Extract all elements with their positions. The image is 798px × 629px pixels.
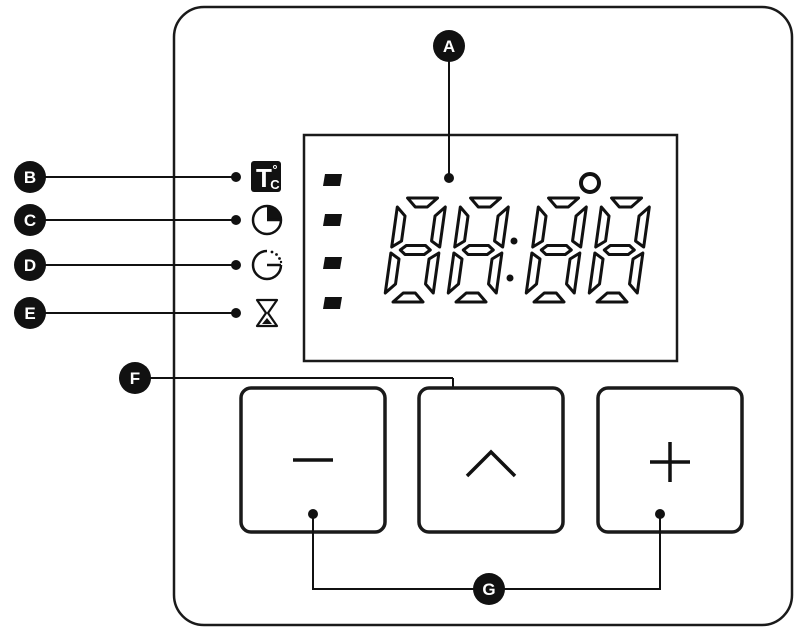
up-button[interactable] <box>417 386 565 534</box>
degree-indicator <box>579 172 601 194</box>
plus-icon <box>650 442 690 482</box>
plus-button[interactable] <box>596 386 744 534</box>
display-colon <box>506 237 518 282</box>
svg-text:G: G <box>482 580 495 599</box>
clock-icon <box>251 204 283 236</box>
segment-g <box>461 244 495 256</box>
segment-c <box>565 251 582 295</box>
segment-e <box>524 251 542 295</box>
segment-f <box>390 205 407 249</box>
indicator-segment-4 <box>323 297 342 309</box>
segment-e <box>383 251 401 295</box>
segment-a <box>406 196 440 209</box>
callout-c: C <box>14 204 46 236</box>
segment-e <box>446 251 464 295</box>
panel-outline <box>172 5 794 627</box>
svg-text:C: C <box>24 211 36 230</box>
indicator-segment-2 <box>323 214 342 226</box>
svg-text:B: B <box>24 168 36 187</box>
segment-e <box>587 251 605 295</box>
leader-dot-e <box>231 308 241 318</box>
display-window <box>302 133 679 363</box>
chevron-up-icon <box>465 449 517 478</box>
segment-f <box>453 205 470 249</box>
callout-e: E <box>14 297 46 329</box>
leader-dot-g-left <box>308 509 318 519</box>
digit-3 <box>524 196 588 304</box>
svg-text:A: A <box>443 37 455 56</box>
segment-a <box>469 196 503 209</box>
segment-b <box>634 205 651 249</box>
indicator-segment-1 <box>323 174 342 186</box>
segment-f <box>594 205 611 249</box>
svg-text:E: E <box>24 304 35 323</box>
callout-a: A <box>433 30 465 62</box>
segment-g <box>602 244 636 256</box>
function-indicators <box>323 174 342 309</box>
segment-c <box>487 251 504 295</box>
digit-2 <box>446 196 510 304</box>
digit-4 <box>587 196 651 304</box>
temperature-icon: T ° C <box>251 161 281 193</box>
segment-c <box>424 251 441 295</box>
callout-d: D <box>14 249 46 281</box>
end-timer-icon <box>251 249 283 281</box>
segment-b <box>571 205 588 249</box>
segment-d <box>454 291 488 304</box>
segment-a <box>547 196 581 209</box>
segment-d <box>391 291 425 304</box>
segment-g <box>398 244 432 256</box>
segment-d <box>532 291 566 304</box>
svg-text:C: C <box>270 177 280 192</box>
segment-c <box>628 251 645 295</box>
leader-dot-g-right <box>655 509 665 519</box>
segment-d <box>595 291 629 304</box>
segment-b <box>430 205 447 249</box>
callout-b: B <box>14 161 46 193</box>
svg-text:F: F <box>130 369 140 388</box>
callout-g: G <box>473 573 505 605</box>
svg-text:D: D <box>24 256 36 275</box>
segment-a <box>610 196 644 209</box>
segment-b <box>493 205 510 249</box>
leader-dot-d <box>231 260 241 270</box>
callout-f: F <box>119 362 151 394</box>
display-digits <box>383 196 651 304</box>
leader-dot-c <box>231 215 241 225</box>
segment-f <box>531 205 548 249</box>
leader-dot-b <box>231 172 241 182</box>
hourglass-icon <box>255 298 279 328</box>
svg-text:T: T <box>256 163 272 193</box>
svg-text:°: ° <box>272 162 277 177</box>
indicator-segment-3 <box>323 257 342 269</box>
segment-g <box>539 244 573 256</box>
digit-1 <box>383 196 447 304</box>
